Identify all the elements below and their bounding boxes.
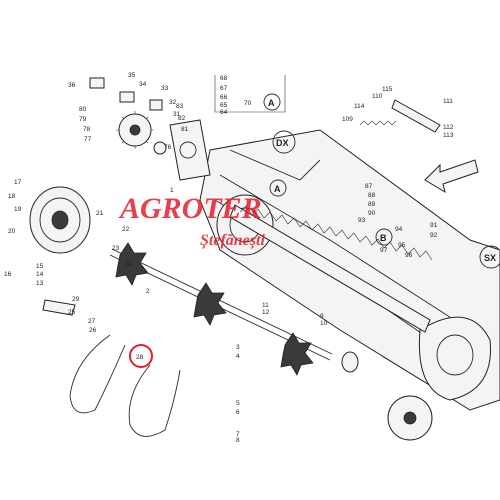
part-label: 92 [430, 232, 438, 239]
part-label: 68 [220, 75, 228, 82]
direction-arrow-icon [424, 159, 479, 194]
part-label: 115 [382, 86, 393, 93]
part-label: 20 [8, 228, 16, 235]
callout-A-top-label: A [268, 98, 275, 108]
callout-B: B [375, 228, 393, 246]
part-label: 12 [262, 309, 270, 316]
callout-A-mid-label: A [274, 184, 281, 194]
part-label: 16 [4, 271, 12, 278]
part-label: 91 [430, 222, 438, 229]
part-label: 35 [128, 72, 136, 79]
part-label: 97 [380, 247, 388, 254]
part-label: 31 [173, 111, 181, 118]
part-label: 4 [236, 353, 240, 360]
knife-bar [229, 204, 433, 333]
belt-26 [69, 334, 126, 414]
part-label: 81 [181, 126, 189, 133]
part-label: 8 [236, 437, 240, 444]
spring-109 [359, 120, 397, 126]
part-label: 32 [169, 99, 177, 106]
part-label: 2 [146, 288, 150, 295]
part-label: 89 [368, 201, 376, 208]
part-label: 34 [139, 81, 147, 88]
part-label: 18 [8, 193, 16, 200]
part-label: 1 [170, 187, 174, 194]
gear-assembly-top [89, 77, 211, 181]
part-label: 11 [262, 302, 269, 309]
part-label: 23 [112, 245, 120, 252]
part-label: 3 [236, 344, 240, 351]
callout-A-top: A [263, 93, 281, 111]
part-label: 19 [14, 206, 22, 213]
part-label: 112 [443, 124, 454, 131]
part-label: 80 [79, 106, 87, 113]
part-label: 88 [368, 192, 376, 199]
shaft-hub-middle [193, 282, 227, 326]
part-label: 64 [220, 109, 228, 116]
part-label: 110 [372, 93, 383, 100]
part-label: 79 [79, 116, 87, 123]
watermark-line1: AGROTER [118, 192, 262, 225]
part-label: 114 [354, 103, 365, 110]
part-label: 66 [220, 94, 228, 101]
watermark: AGROTER Ştefăneşti [118, 192, 265, 249]
part-label: 14 [36, 271, 44, 278]
part-label: 27 [88, 318, 96, 325]
part-label: 87 [365, 183, 373, 190]
part-label: 25 [68, 309, 76, 316]
part-label: 95 [398, 242, 406, 249]
callout-B-label: B [380, 233, 387, 243]
small-pulley [341, 351, 359, 373]
inset-detail-box [214, 75, 286, 113]
part-label: 15 [36, 263, 44, 270]
part-label: 76 [164, 144, 172, 151]
shaft-hub-right [280, 332, 314, 376]
part-label: 21 [96, 210, 104, 217]
callout-A-mid: A [269, 179, 287, 197]
part-label: 82 [178, 115, 186, 122]
callout-DX-label: DX [276, 138, 289, 148]
highlight-circle-part-28 [129, 344, 153, 368]
part-label: 111 [443, 98, 453, 105]
part-label: 24 [125, 261, 133, 268]
part-label: 13 [36, 280, 44, 287]
sprocket-bottom [387, 395, 433, 441]
pulley-21 [29, 186, 91, 254]
shaft-hub-left [115, 242, 149, 286]
part-label: 33 [161, 85, 169, 92]
plate-29 [42, 299, 76, 316]
part-label: 113 [443, 132, 454, 139]
part-label: 65 [220, 102, 228, 109]
part-label: 10 [320, 320, 328, 327]
part-label: 94 [395, 226, 403, 233]
part-label: 93 [358, 217, 366, 224]
part-label: 67 [220, 85, 228, 92]
part-label: 26 [89, 327, 97, 334]
part-label: 7 [236, 431, 240, 438]
part-label: 90 [368, 210, 376, 217]
lever-bracket-110 [391, 99, 441, 133]
part-label: 70 [244, 100, 252, 107]
part-label: 28 [136, 354, 144, 361]
part-label: 22 [122, 226, 130, 233]
part-labels: 36 35 34 33 32 31 80 79 78 77 76 83 82 8… [4, 72, 454, 444]
part-label: 109 [342, 116, 353, 123]
belt-28 [128, 364, 181, 437]
part-label: 83 [176, 103, 184, 110]
callout-SX-label: SX [484, 253, 496, 263]
part-label: 5 [236, 400, 240, 407]
callout-SX: SX [479, 245, 500, 269]
part-label: 36 [68, 82, 76, 89]
part-label: 17 [14, 179, 22, 186]
part-label: 96 [405, 252, 413, 259]
part-label: 9 [320, 313, 324, 320]
part-label: 6 [236, 409, 240, 416]
part-label: 77 [84, 136, 92, 143]
part-label: 29 [72, 296, 80, 303]
watermark-line2: Ştefăneşti [200, 232, 265, 249]
callout-DX: DX [272, 130, 296, 154]
part-label: 78 [83, 126, 91, 133]
